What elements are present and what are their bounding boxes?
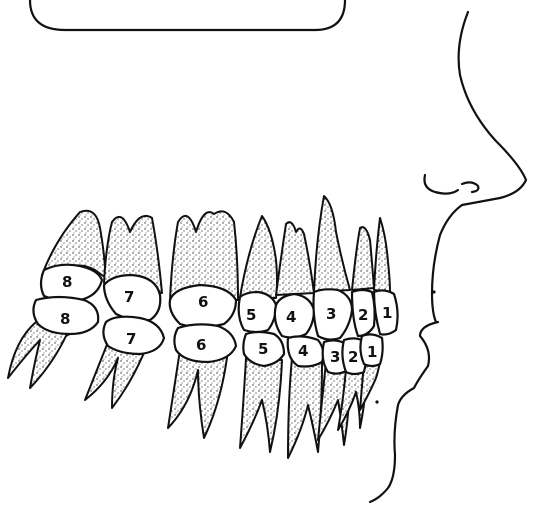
tooth-label-lower-7: 7: [126, 330, 136, 348]
top-callout-box: [30, 0, 345, 30]
tooth-label-lower-8: 8: [60, 310, 70, 328]
profile-forehead-nose: [432, 12, 526, 322]
root-upper-3: [314, 196, 350, 292]
tooth-label-upper-2: 2: [358, 306, 368, 324]
root-upper-1: [374, 218, 390, 292]
tooth-label-upper-6: 6: [198, 293, 208, 311]
root-upper-4: [276, 222, 314, 295]
tooth-label-upper-8: 8: [62, 273, 72, 291]
tooth-label-upper-3: 3: [326, 305, 336, 323]
tooth-label-lower-6: 6: [196, 336, 206, 354]
tooth-label-lower-3: 3: [330, 348, 340, 366]
profile-dot: [432, 290, 435, 293]
tooth-label-upper-4: 4: [286, 308, 296, 326]
crown-upper-5: [239, 292, 276, 332]
nostril-icon: [424, 175, 478, 194]
root-lower-6: [168, 350, 228, 438]
profile-dot: [375, 400, 378, 403]
tooth-label-lower-2: 2: [348, 348, 358, 366]
face-profile: [370, 12, 526, 502]
tooth-label-upper-1: 1: [382, 304, 392, 322]
root-upper-2: [352, 227, 374, 290]
root-lower-4: [288, 358, 322, 458]
tooth-label-upper-5: 5: [246, 306, 256, 324]
tooth-label-lower-1: 1: [367, 343, 377, 361]
root-lower-5: [240, 358, 282, 452]
tooth-label-upper-7: 7: [124, 288, 134, 306]
root-upper-5: [240, 216, 277, 298]
tooth-label-lower-5: 5: [258, 340, 268, 358]
tooth-label-lower-4: 4: [298, 342, 308, 360]
